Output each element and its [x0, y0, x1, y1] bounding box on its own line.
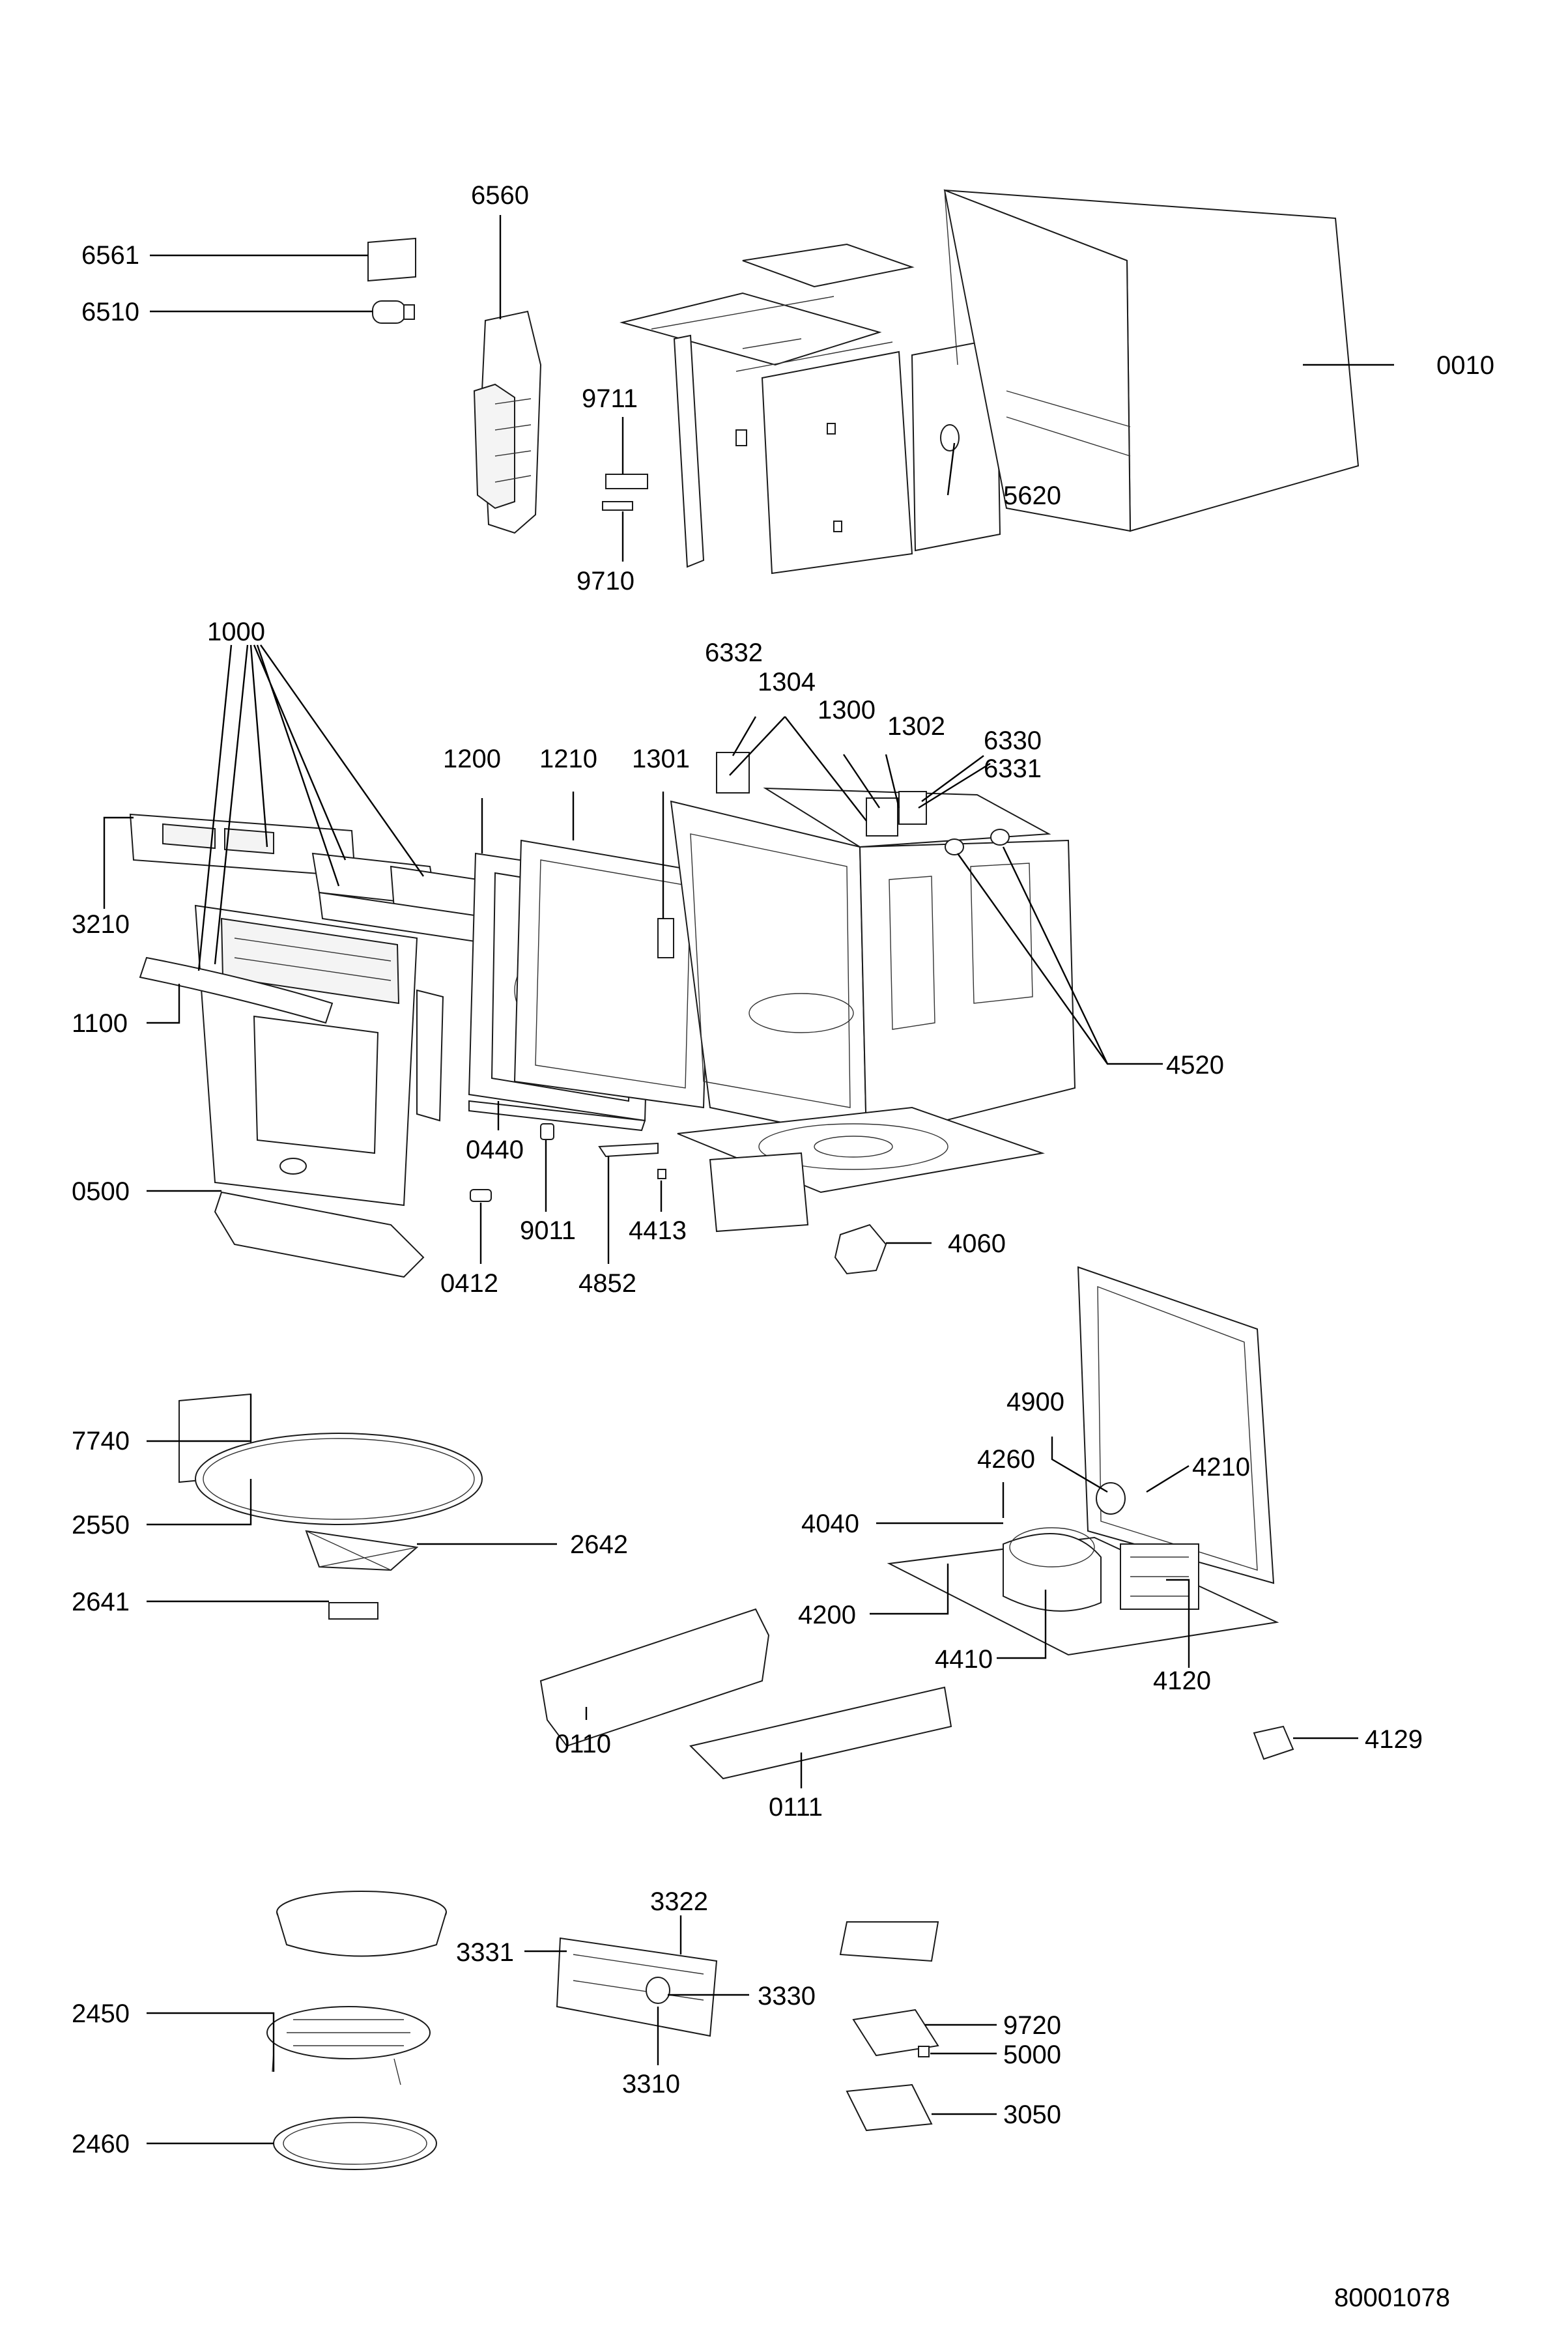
label-0110: 0110: [555, 1730, 611, 1758]
label-1301: 1301: [632, 745, 690, 773]
label-4120: 4120: [1153, 1667, 1211, 1695]
part-6510-lamp: [372, 300, 415, 324]
label-0010: 0010: [1436, 351, 1494, 380]
label-3050: 3050: [1003, 2100, 1061, 2129]
label-2450: 2450: [72, 1999, 130, 2028]
label-4900: 4900: [1006, 1388, 1064, 1416]
label-4040: 4040: [801, 1510, 859, 1538]
label-0500: 0500: [72, 1177, 130, 1206]
part-6560-bracket: [473, 310, 542, 534]
label-9720: 9720: [1003, 2011, 1061, 2040]
label-1304: 1304: [758, 668, 816, 696]
label-4852: 4852: [578, 1269, 636, 1298]
part-base-plate-assembly: [887, 1266, 1279, 1656]
label-1210: 1210: [539, 745, 597, 773]
part-0440-choke-strip: [468, 1100, 646, 1132]
part-6561-label-card: [367, 237, 416, 282]
label-3210: 3210: [72, 910, 130, 939]
part-9720-module: [852, 2009, 939, 2057]
part-1210-inner-door: [513, 839, 711, 1109]
label-9711: 9711: [582, 384, 638, 413]
part-0412-spring: [470, 1189, 492, 1202]
part-frame-assembly: [620, 243, 1001, 575]
label-6510: 6510: [81, 298, 139, 326]
part-6330-switch: [898, 791, 927, 825]
label-5000: 5000: [1003, 2040, 1061, 2069]
label-2550: 2550: [72, 1511, 130, 1539]
part-5000-chip: [918, 2046, 930, 2057]
label-4520: 4520: [1166, 1051, 1224, 1080]
part-2550-roller-ring: [195, 1433, 483, 1525]
part-2642-coupler-support: [305, 1530, 419, 1571]
label-2642: 2642: [570, 1530, 628, 1559]
label-4410: 4410: [935, 1645, 993, 1674]
label-0111: 0111: [769, 1793, 823, 1822]
label-4260: 4260: [977, 1445, 1035, 1474]
label-6560: 6560: [471, 181, 529, 210]
leader-lines: [103, 215, 1394, 2145]
label-1302: 1302: [887, 712, 945, 741]
label-2641: 2641: [72, 1588, 130, 1616]
part-4852-hinge: [598, 1142, 659, 1158]
label-4413: 4413: [629, 1216, 687, 1245]
document-id: 80001078: [1334, 2283, 1450, 2312]
label-4200: 4200: [798, 1601, 856, 1629]
part-4129-fuse: [1253, 1725, 1294, 1760]
part-0110-waveguide-cover: [539, 1608, 770, 1747]
label-1000: 1000: [207, 618, 265, 646]
part-3050-module: [846, 2083, 933, 2132]
label-1300: 1300: [818, 696, 876, 724]
part-1302-switch: [866, 797, 898, 837]
part-9711-clip: [605, 474, 648, 489]
label-1100: 1100: [72, 1009, 128, 1038]
part-turntable-cover: [276, 1891, 447, 1957]
part-2460-crisp-plate: [273, 2117, 437, 2170]
label-7740: 7740: [72, 1427, 130, 1455]
label-0412: 0412: [440, 1269, 498, 1298]
label-0440: 0440: [466, 1136, 524, 1164]
part-0111-side-cover: [689, 1686, 952, 1780]
label-5620: 5620: [1003, 481, 1061, 510]
part-door-assembly: [194, 904, 444, 1207]
part-3331-control-board: [556, 1937, 718, 2037]
part-number-labels: 6560 6561 6510 0010 9711 5620 9710 1000 …: [72, 181, 1494, 2312]
part-0500-door-base: [214, 1191, 425, 1278]
part-1301-switch-bracket: [657, 918, 674, 958]
part-2450-grill-rack: [266, 2006, 431, 2085]
label-9011: 9011: [520, 1216, 576, 1245]
part-9011-screw: [540, 1123, 554, 1140]
label-1200: 1200: [443, 745, 501, 773]
label-6332: 6332: [705, 638, 763, 667]
part-4060-motor: [834, 1224, 887, 1275]
part-2641-coupler: [328, 1602, 378, 1620]
label-6331: 6331: [984, 754, 1042, 783]
label-6561: 6561: [81, 241, 139, 270]
part-3210-control-panel: [129, 813, 356, 878]
part-module-top: [839, 1921, 939, 1962]
label-3331: 3331: [456, 1938, 514, 1967]
label-3322: 3322: [650, 1887, 708, 1916]
part-9710-pin: [602, 501, 633, 511]
label-3330: 3330: [758, 1982, 816, 2011]
label-2460: 2460: [72, 2130, 130, 2158]
part-cavity: [670, 787, 1076, 1141]
label-4129: 4129: [1365, 1725, 1423, 1754]
label-4060: 4060: [948, 1229, 1006, 1258]
part-4413-clip: [657, 1169, 666, 1179]
label-4210: 4210: [1192, 1453, 1250, 1481]
part-1100-door-handle: [139, 956, 334, 1024]
label-6330: 6330: [984, 726, 1042, 755]
part-0010-outer-casing: [943, 189, 1360, 532]
label-9710: 9710: [577, 567, 634, 595]
label-3310: 3310: [622, 2070, 680, 2098]
part-bottom-bracket: [709, 1152, 809, 1233]
